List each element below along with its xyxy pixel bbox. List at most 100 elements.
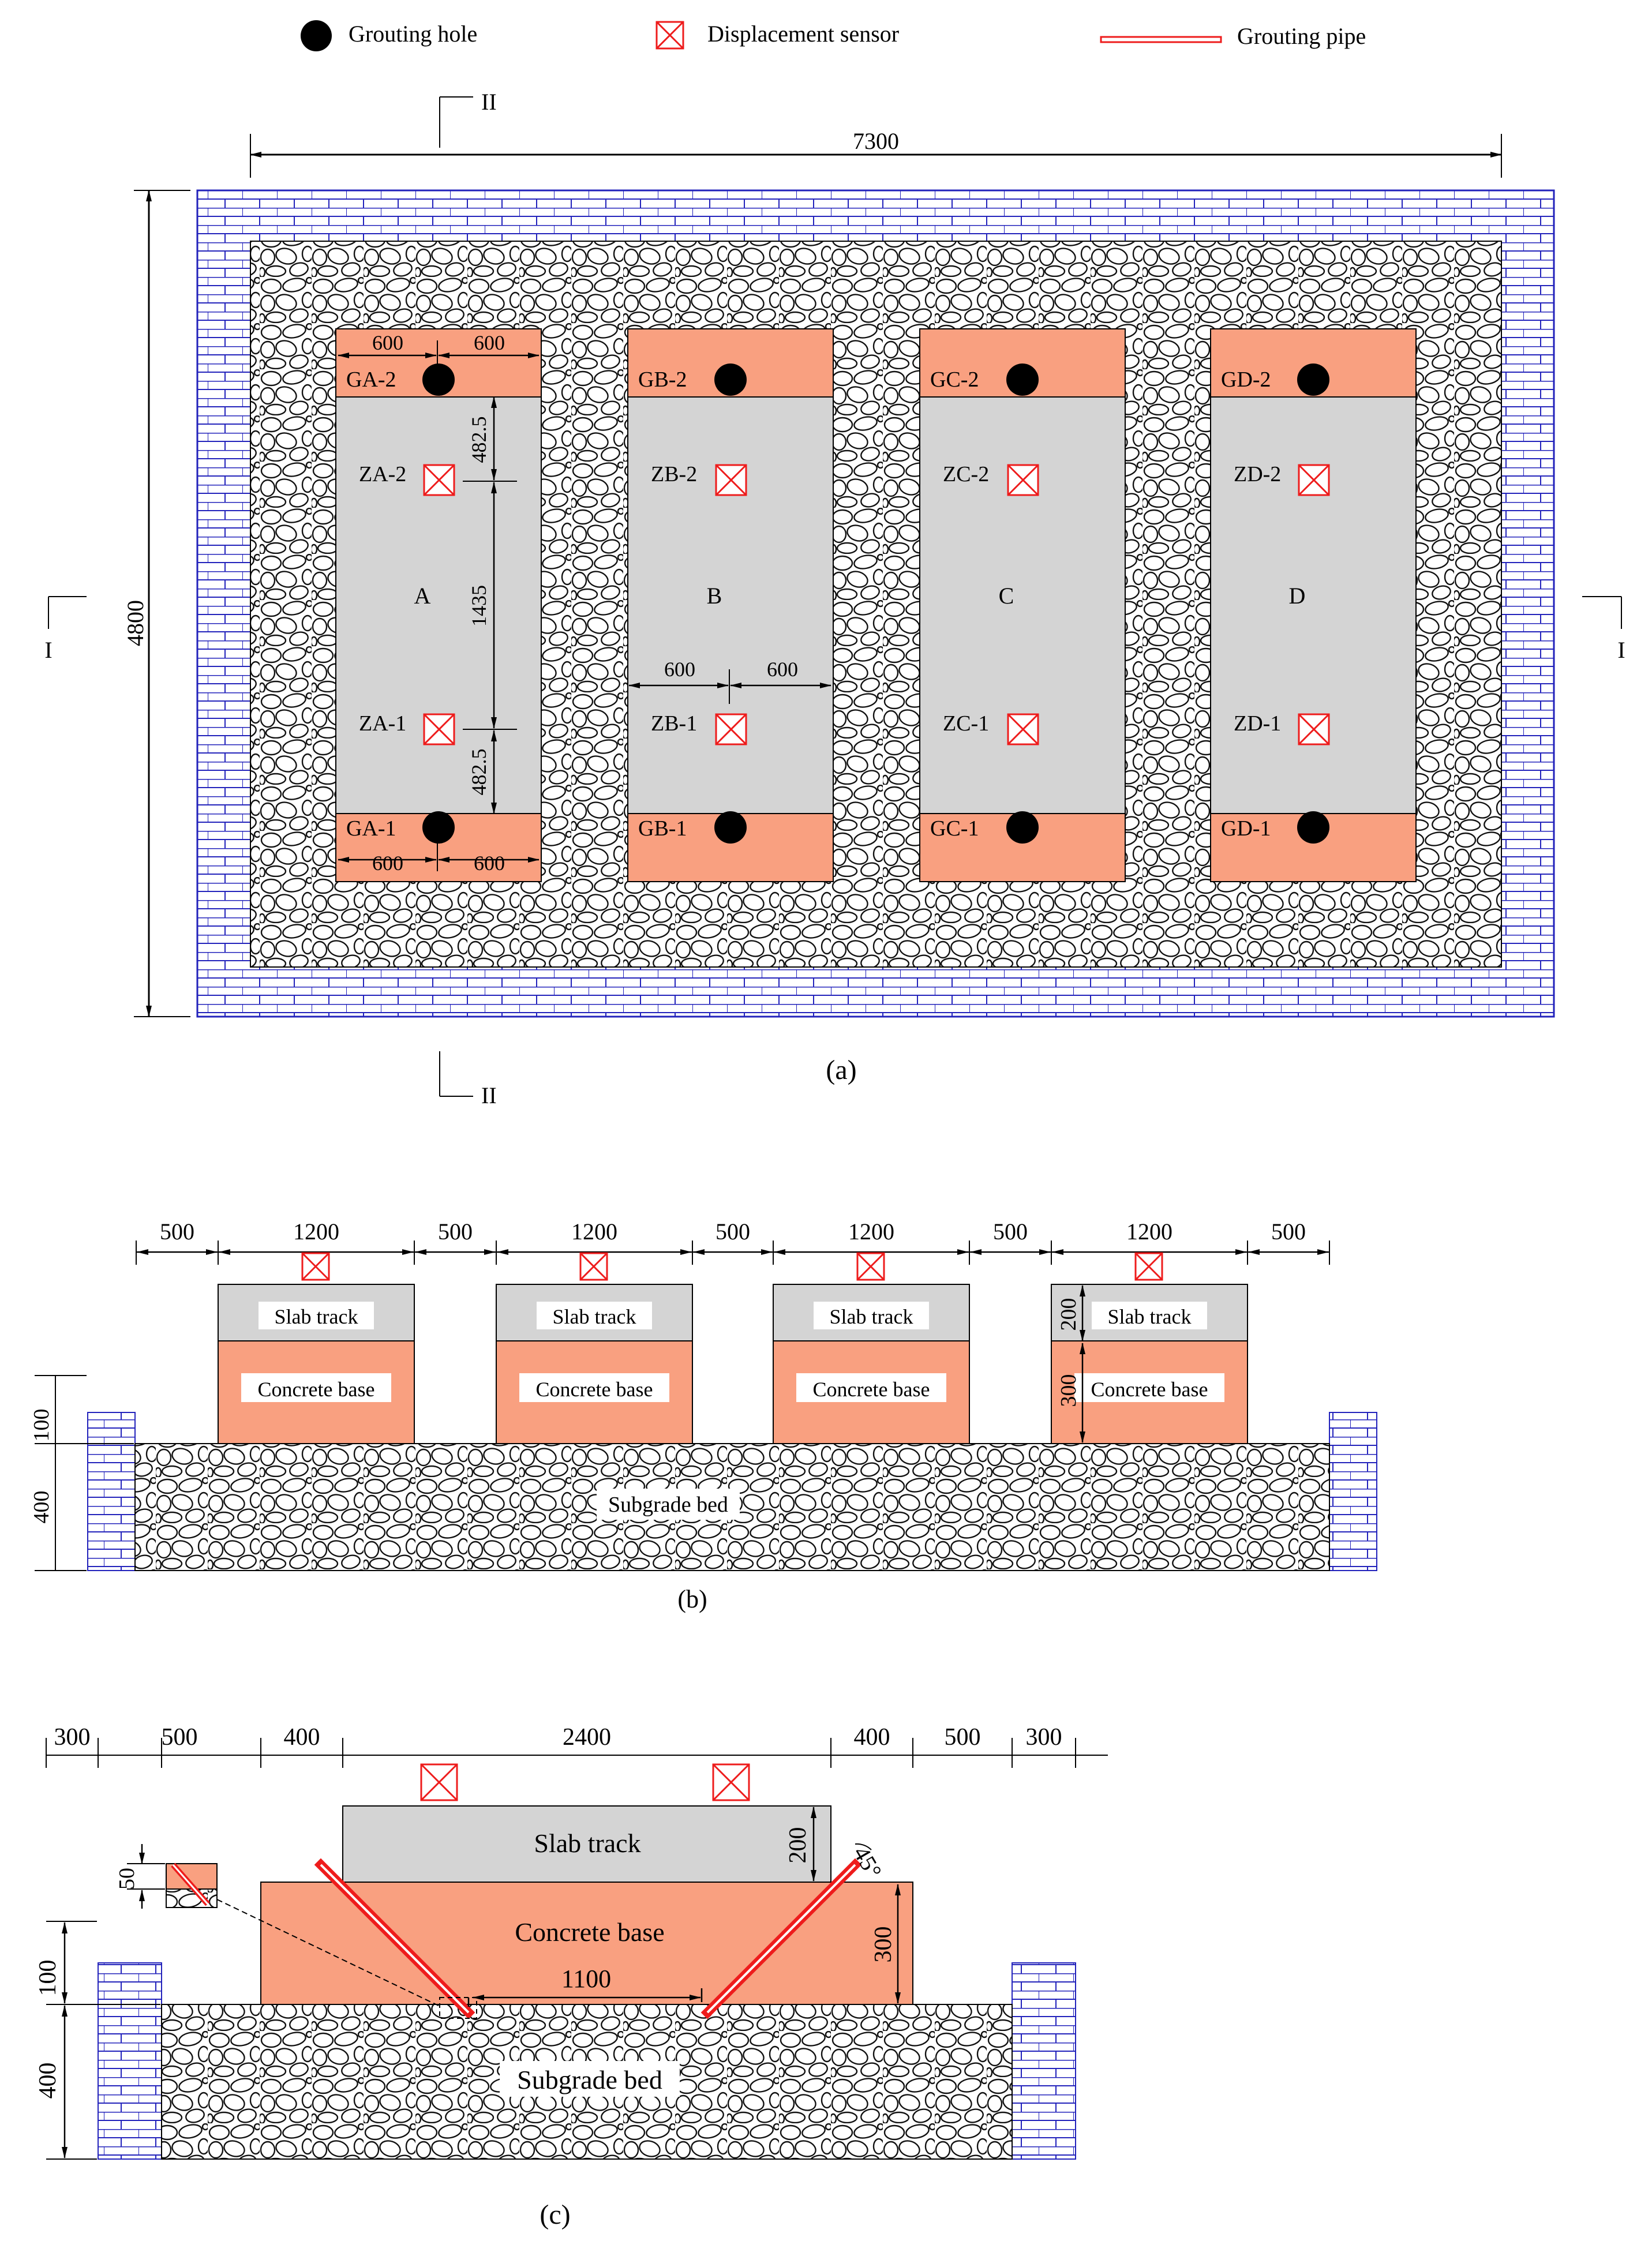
svg-text:II: II <box>481 1082 497 1108</box>
dim-200-b: 200 <box>1057 1298 1081 1331</box>
slab-c: GC-2GC-1ZC-2ZC-1C <box>919 328 1126 882</box>
dim-600-a-bottom-left: 600 <box>372 852 403 875</box>
hole-label: GA-2 <box>346 368 396 392</box>
section-c-left-dimensions <box>46 1921 160 2160</box>
detail-marker <box>439 1997 477 2019</box>
dim-600-b-left: 600 <box>664 658 695 681</box>
section-b-caption: (b) <box>677 1585 707 1613</box>
svg-text:I: I <box>1617 637 1625 663</box>
dim-label: 2400 <box>563 1724 611 1751</box>
grouting-hole <box>422 363 455 396</box>
dim-label: 500 <box>945 1724 981 1751</box>
subgrade-label-b: Subgrade bed <box>608 1493 728 1517</box>
dim-600-b-right: 600 <box>767 658 798 681</box>
slab-letter: B <box>707 583 722 609</box>
subgrade-label-c: Subgrade bed <box>517 2065 662 2094</box>
legend-sensor-label: Displacement sensor <box>707 21 899 47</box>
slab-a: GA-2GA-1ZA-2ZA-1A <box>335 328 542 882</box>
displacement-sensor <box>1007 464 1039 496</box>
displacement-sensor <box>715 713 747 745</box>
legend: Grouting hole Displacement sensor Grouti… <box>301 20 1366 51</box>
slab-d: GD-2GD-1ZD-2ZD-1D <box>1210 328 1417 882</box>
grouting-pipe-legend-icon <box>1100 36 1222 43</box>
dim-1100-c: 1100 <box>561 1965 611 1993</box>
slab-letter: D <box>1289 583 1306 609</box>
base-label-c: Concrete base <box>515 1917 664 1947</box>
svg-text:I: I <box>44 637 52 663</box>
grouting-hole <box>1006 811 1039 844</box>
sensor-label: ZB-1 <box>651 711 697 736</box>
section-c-caption: (c) <box>540 2199 570 2230</box>
slab-label: Slab track <box>553 1305 636 1328</box>
hole-label: GA-1 <box>346 816 396 841</box>
sensor-label: ZD-1 <box>1234 711 1281 736</box>
pipe-span-dimension <box>467 1988 703 2007</box>
hole-label: GC-1 <box>930 816 979 841</box>
sensor-label: ZA-2 <box>359 462 406 486</box>
displacement-sensor <box>301 1252 330 1281</box>
legend-hole-label: Grouting hole <box>349 21 477 47</box>
dim-label: 300 <box>54 1724 91 1751</box>
sensor-label: ZB-2 <box>651 462 697 486</box>
slab-track-c <box>342 1805 831 1883</box>
base-label: Concrete base <box>536 1378 653 1401</box>
dim-label: 1200 <box>293 1219 339 1245</box>
section-c-sensor-left <box>420 1763 458 1801</box>
displacement-sensor <box>715 464 747 496</box>
dim-label: 500 <box>1271 1219 1306 1245</box>
hole-label: GC-2 <box>930 368 979 392</box>
grouting-hole <box>714 811 747 844</box>
displacement-sensor <box>1007 713 1039 745</box>
slab-letter: C <box>999 583 1014 609</box>
svg-text:II: II <box>481 89 497 115</box>
base-label: Concrete base <box>1091 1378 1208 1401</box>
section-c-height-dimensions <box>811 1807 901 2004</box>
dim-1435: 1435 <box>467 585 490 627</box>
dim-600-a-top-right: 600 <box>474 331 505 354</box>
total-height-label: 4800 <box>122 600 148 646</box>
brick-wall-left-c <box>98 1962 162 2160</box>
dim-400-c: 400 <box>35 2063 61 2099</box>
base-label: Concrete base <box>258 1378 375 1401</box>
dim-label: 500 <box>162 1724 198 1751</box>
dim-600-a-bottom-right: 600 <box>474 852 505 875</box>
slab-label-c: Slab track <box>534 1828 640 1858</box>
grouting-hole-legend-icon <box>301 20 332 51</box>
angle-label: 45° <box>848 1842 887 1883</box>
detail-leader <box>216 1899 441 2007</box>
dim-label: 1200 <box>571 1219 617 1245</box>
dim-label: 1200 <box>1126 1219 1172 1245</box>
dim-label: 1200 <box>848 1219 894 1245</box>
brick-wall-left-b <box>87 1412 136 1571</box>
section-marker-I-right: I <box>1582 596 1625 663</box>
dim-400-b: 400 <box>29 1491 54 1524</box>
dim-482-top: 482.5 <box>467 417 490 463</box>
slab-b-dimensions <box>628 669 831 704</box>
dim-label: 400 <box>854 1724 890 1751</box>
section-b-left-dimensions <box>35 1375 134 1571</box>
plan-view: GA-2GA-1ZA-2ZA-1AGB-2GB-1ZB-2ZB-1BGC-2GC… <box>44 89 1625 1108</box>
angle-arc <box>855 1843 872 1850</box>
base-label: Concrete base <box>813 1378 930 1401</box>
section-marker-II-top: II <box>439 89 497 148</box>
brick-wall-right-c <box>1012 1962 1076 2160</box>
hole-label: GB-2 <box>638 368 687 392</box>
sensor-label: ZC-2 <box>943 462 989 486</box>
slab-label: Slab track <box>275 1305 358 1328</box>
sensor-label: ZD-2 <box>1234 462 1281 486</box>
total-width-label: 7300 <box>853 128 899 154</box>
grouting-hole <box>714 363 747 396</box>
dim-label: 500 <box>993 1219 1028 1245</box>
grouting-hole <box>1297 363 1329 396</box>
displacement-sensor <box>423 464 455 496</box>
dimension-total-width: 7300 <box>250 128 1502 178</box>
section-marker-II-bottom: II <box>439 1051 497 1108</box>
hole-label: GB-1 <box>638 816 687 841</box>
legend-pipe-label: Grouting pipe <box>1237 23 1366 49</box>
grouting-hole <box>1006 363 1039 396</box>
